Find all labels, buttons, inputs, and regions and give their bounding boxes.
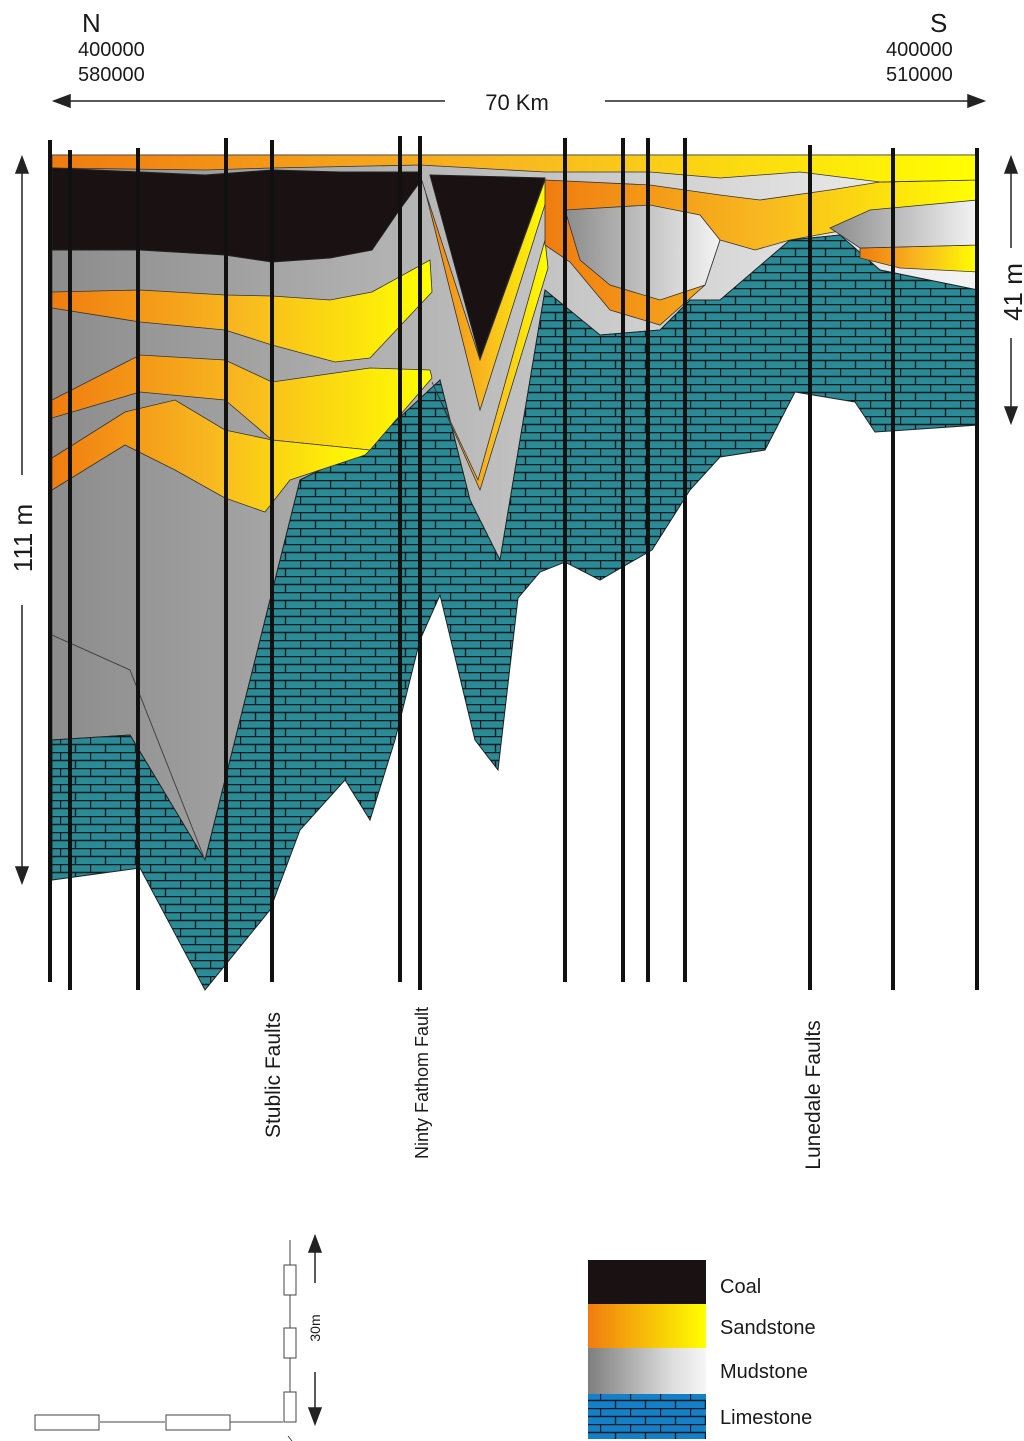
legend-swatch-sandstone xyxy=(588,1304,706,1348)
spacing-inset xyxy=(34,1240,297,1441)
borehole-lines xyxy=(48,136,979,990)
legend-label-coal: Coal xyxy=(720,1276,761,1298)
inset-spacing-label: 30m xyxy=(307,1314,323,1341)
south-label: S xyxy=(930,8,947,38)
south-coord-1: 400000 xyxy=(886,39,953,61)
left-thickness-label: 111 m xyxy=(8,504,38,572)
coal-layer xyxy=(51,167,421,263)
legend-label-sandstone: Sandstone xyxy=(720,1317,816,1339)
mudstone-divider xyxy=(51,634,206,861)
ninety-fathom-fault-label: Ninty Fathom Fault xyxy=(412,1007,432,1159)
stublic-faults-label: Stublic Faults xyxy=(262,1012,285,1138)
limestone-body xyxy=(51,234,979,991)
sandstone-band xyxy=(51,399,371,513)
lunedale-faults-label: Lunedale Faults xyxy=(802,1020,825,1169)
distance-label: 70 Km xyxy=(485,90,549,115)
north-coord-2: 580000 xyxy=(78,64,145,86)
legend-label-mudstone: Mudstone xyxy=(720,1361,808,1383)
right-thickness-arrow xyxy=(1003,154,1019,426)
right-thickness-label: 41 m xyxy=(998,263,1024,321)
coal-trough xyxy=(429,174,546,360)
sandstone-band xyxy=(431,239,549,492)
sandstone-band xyxy=(51,259,433,363)
north-label: N xyxy=(82,8,101,38)
legend-swatch-coal xyxy=(588,1260,706,1304)
legend: Coal Sandstone Mudstone Limestone xyxy=(588,1260,816,1439)
distance-arrow xyxy=(51,93,987,109)
strata xyxy=(51,154,979,991)
legend-swatch-limestone xyxy=(588,1394,706,1439)
north-coord-1: 400000 xyxy=(78,39,145,61)
inset-arrow xyxy=(307,1233,323,1427)
legend-swatch-mudstone xyxy=(588,1348,706,1394)
left-thickness-arrow xyxy=(14,154,30,886)
mudstone-lens xyxy=(564,204,721,301)
south-coord-2: 510000 xyxy=(886,64,953,86)
legend-label-limestone: Limestone xyxy=(720,1407,812,1429)
